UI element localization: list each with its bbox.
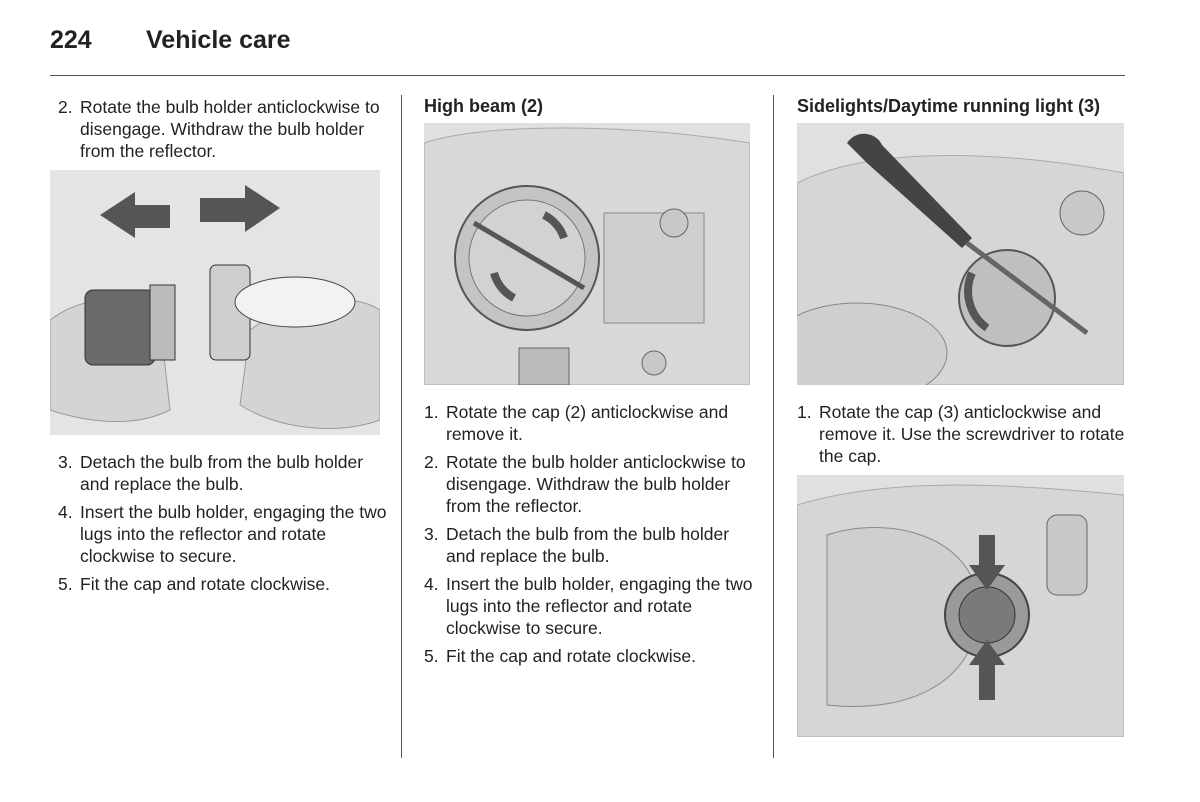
sidelight-screwdriver-illustration xyxy=(797,123,1124,385)
screwdriver-icon xyxy=(847,133,972,248)
bulb-holder-illustration xyxy=(50,170,380,435)
steps-list: 1. Rotate the cap (3) anticlockwise and … xyxy=(797,401,1125,467)
header-rule xyxy=(50,75,1125,76)
section-heading: Sidelights/Daytime running light (3) xyxy=(797,96,1101,116)
column-2: High beam (2) 1. Rotate the cap (2) anti… xyxy=(424,96,754,673)
page-number: 224 xyxy=(50,26,92,54)
list-item: 4. Insert the bulb holder, engaging the … xyxy=(424,574,753,638)
arrow-left-icon xyxy=(100,192,170,238)
list-item: 2. Rotate the bulb holder anticlockwise … xyxy=(58,97,380,161)
steps-list: 1. Rotate the cap (2) anticlockwise and … xyxy=(424,401,754,667)
section-heading: High beam (2) xyxy=(424,96,544,116)
rotate-arrow-icon xyxy=(542,211,568,240)
list-item: 3. Detach the bulb from the bulb holder … xyxy=(424,524,730,566)
rotate-arrow-icon xyxy=(964,271,990,332)
steps-list-bottom: 3. Detach the bulb from the bulb holder … xyxy=(58,451,388,595)
high-beam-cap-illustration xyxy=(424,123,750,385)
list-item: 5. Fit the cap and rotate clockwise. xyxy=(58,574,330,594)
rotate-arrow-icon xyxy=(490,271,517,302)
arrow-right-icon xyxy=(200,185,280,232)
arrow-up-icon xyxy=(969,640,1005,700)
steps-list-top: 2. Rotate the bulb holder anticlockwise … xyxy=(58,96,388,162)
column-1: 2. Rotate the bulb holder anticlockwise … xyxy=(50,96,388,601)
list-item: 2. Rotate the bulb holder anticlockwise … xyxy=(424,452,746,516)
page-title: Vehicle care xyxy=(146,26,291,54)
sidelight-lugs-illustration xyxy=(797,475,1124,737)
list-item: 3. Detach the bulb from the bulb holder … xyxy=(58,452,364,494)
column-divider-1 xyxy=(401,95,402,758)
column-3: Sidelights/Daytime running light (3) 1. … xyxy=(797,96,1125,737)
list-item: 1. Rotate the cap (2) anticlockwise and … xyxy=(424,402,729,444)
list-item: 5. Fit the cap and rotate clockwise. xyxy=(424,646,696,666)
list-item: 4. Insert the bulb holder, engaging the … xyxy=(58,502,387,566)
column-divider-2 xyxy=(773,95,774,758)
list-item: 1. Rotate the cap (3) anticlockwise and … xyxy=(797,402,1125,466)
arrow-down-icon xyxy=(969,535,1005,590)
